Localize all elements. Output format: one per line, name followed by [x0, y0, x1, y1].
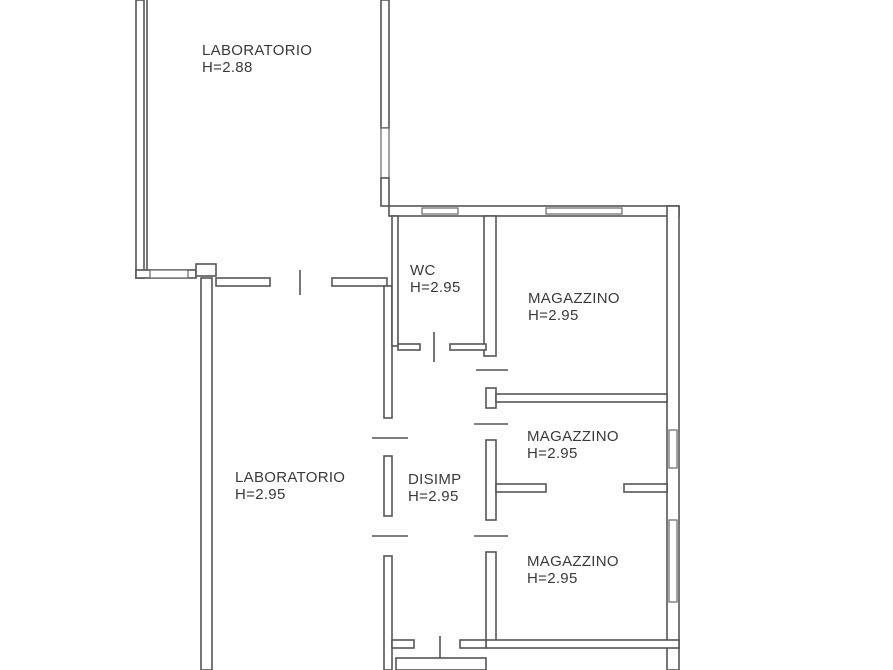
- room-height: H=2.95: [528, 307, 579, 324]
- room-name: MAGAZZINO: [527, 553, 619, 570]
- room-height: H=2.88: [202, 59, 253, 76]
- room-laboratorio-2: LABORATORIO H=2.95: [235, 469, 345, 503]
- room-magazzino-2: MAGAZZINO H=2.95: [527, 428, 619, 462]
- wall-magazzino-partitions: [474, 369, 680, 649]
- wall-lab2-corridor: [372, 285, 408, 670]
- room-name: WC: [410, 262, 436, 279]
- room-height: H=2.95: [235, 486, 286, 503]
- room-magazzino-3: MAGAZZINO H=2.95: [527, 553, 619, 587]
- room-height: H=2.95: [527, 445, 578, 462]
- room-laboratorio-1: LABORATORIO H=2.88: [202, 42, 312, 76]
- wall-lab2-left: [200, 277, 213, 670]
- window-magazzino-2: [668, 429, 678, 469]
- wall-service-top: [388, 205, 680, 217]
- window-lab1-bottom: [149, 269, 189, 279]
- room-name: MAGAZZINO: [527, 428, 619, 445]
- room-height: H=2.95: [527, 570, 578, 587]
- wall-bottom-left: [391, 636, 487, 670]
- wall-service-right: [666, 205, 680, 670]
- room-disimp: DISIMP H=2.95: [408, 471, 461, 505]
- window-magazzino-1: [545, 207, 623, 215]
- window-wc: [421, 207, 459, 215]
- wall-lab1-left: [135, 0, 148, 279]
- room-height: H=2.95: [408, 488, 459, 505]
- room-name: LABORATORIO: [202, 42, 313, 59]
- room-magazzino-1: MAGAZZINO H=2.95: [528, 290, 620, 324]
- wall-wc: [391, 215, 497, 362]
- room-wc: WC H=2.95: [410, 262, 461, 296]
- window-magazzino-3: [668, 519, 678, 603]
- room-name: MAGAZZINO: [528, 290, 620, 307]
- pillar-corridor: [383, 455, 393, 517]
- wall-lab1-right: [380, 0, 390, 207]
- room-name: DISIMP: [408, 471, 462, 488]
- room-height: H=2.95: [410, 279, 461, 296]
- room-name: LABORATORIO: [235, 469, 346, 486]
- wall-lab1-bottom: [135, 263, 388, 295]
- window-lab1-right: [380, 127, 390, 179]
